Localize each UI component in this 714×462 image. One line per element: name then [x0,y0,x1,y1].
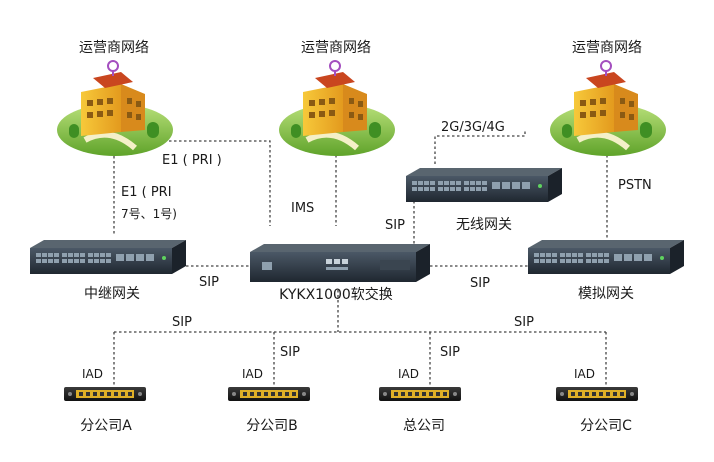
analog-gateway: 模拟网关 [528,240,684,302]
carrier-building-icon [550,61,666,156]
carrier-building-icon [57,61,173,156]
softswitch-label: KYKX1000软交换 [279,286,393,303]
link-label-sip-trunk: SIP [199,275,219,290]
link-label-e1-signaling: 7号、1号) [121,207,177,221]
office-branch-b: IAD 分公司B [228,367,310,434]
carrier-network-label: 运营商网络 [79,40,149,56]
office-label: 分公司C [580,418,632,434]
iad-label: IAD [574,367,595,381]
carrier-network-label: 运营商网络 [572,40,642,56]
iad-label: IAD [242,367,263,381]
link-label-sip-branch-c: SIP [514,315,534,330]
link-label-sip-hq: SIP [440,345,460,360]
link-label-sip-branch-b: SIP [280,345,300,360]
link-label-e1-pri-left: E1 ( PRI [121,185,172,200]
link-label-cellular: 2G/3G/4G [441,120,505,135]
link-label-sip-branch-a: SIP [172,315,192,330]
trunk-gateway: 中继网关 [30,240,186,302]
trunk-gateway-label: 中继网关 [84,286,140,302]
carrier-network-center: 运营商网络 [279,40,395,156]
gateway-device-icon [528,240,684,274]
office-label: 分公司A [80,418,132,434]
link-label-ims: IMS [291,201,314,216]
carrier-building-icon [279,61,395,156]
softswitch: KYKX1000软交换 [250,244,430,303]
wireless-gateway: 无线网关 [406,168,562,233]
iad-device-icon [228,387,310,401]
iad-device-icon [379,387,461,401]
softswitch-server-icon [250,244,430,282]
iad-device-icon [556,387,638,401]
office-label: 总公司 [403,418,445,434]
office-branch-a: IAD 分公司A [64,367,146,434]
carrier-network-right: 运营商网络 [550,40,666,156]
office-label: 分公司B [246,418,298,434]
office-headquarters: IAD 总公司 [379,367,461,434]
iad-label: IAD [398,367,419,381]
iad-device-icon [64,387,146,401]
wireless-gateway-label: 无线网关 [456,217,512,233]
office-branch-c: IAD 分公司C [556,367,638,434]
link-label-sip-wireless: SIP [385,218,405,233]
iad-label: IAD [82,367,103,381]
link-label-sip-analog: SIP [470,276,490,291]
carrier-network-label: 运营商网络 [301,40,371,56]
link-label-e1-pri-top: E1 ( PRI ) [162,153,222,168]
link-label-pstn: PSTN [618,178,652,193]
connector-lines [113,130,608,387]
gateway-device-icon [30,240,186,274]
carrier-network-left: 运营商网络 [57,40,173,156]
analog-gateway-label: 模拟网关 [578,286,634,302]
gateway-device-icon [406,168,562,202]
